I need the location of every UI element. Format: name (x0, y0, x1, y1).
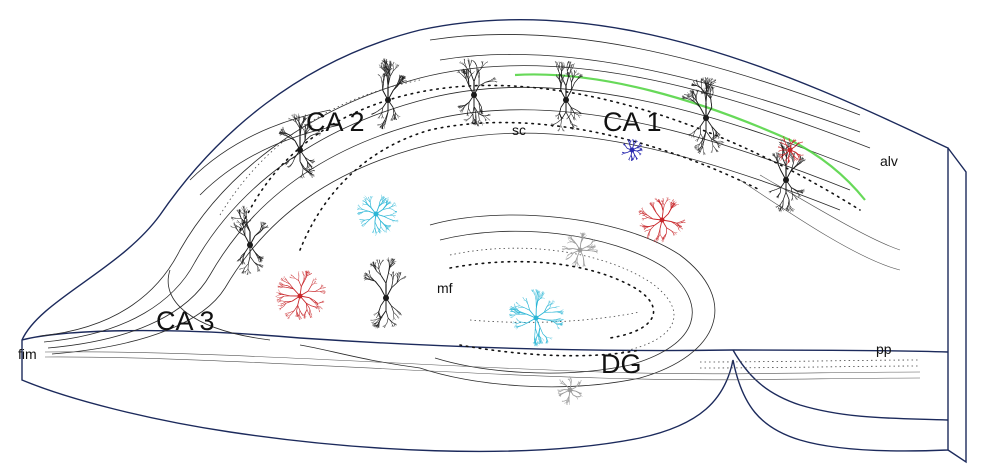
label-alv: alv (880, 153, 898, 169)
slab-outline (21, 18, 967, 464)
label-dg: DG (601, 349, 642, 379)
label-pp: pp (876, 341, 892, 357)
granule-cell-gray-a (561, 232, 599, 268)
pyramidal-neuron-ca1-b (550, 60, 583, 132)
label-sc: sc (512, 122, 526, 138)
neuron-layer (230, 57, 866, 406)
label-mf: mf (437, 280, 453, 296)
interneuron-red-ca3 (275, 270, 326, 320)
interneuron-cyan-ca2 (356, 194, 399, 236)
label-fim: fim (18, 346, 37, 362)
pyramidal-neuron-sc (456, 57, 498, 127)
interneuron-blue-ca1 (621, 139, 643, 161)
pyramidal-neuron-ca3-b (363, 257, 407, 329)
interneuron-cyan-dg (509, 288, 564, 347)
pyramidal-neuron-ca2 (371, 58, 408, 130)
label-ca1: CA 1 (603, 107, 662, 137)
pyramidal-neuron-ca3-a (230, 205, 269, 276)
label-ca3: CA 3 (156, 306, 215, 336)
label-ca2: CA 2 (306, 107, 365, 137)
interneuron-red-ca1 (638, 197, 686, 244)
pyramidal-neuron-ca1-a (681, 76, 725, 156)
interneuron-red-ca1-right (777, 136, 804, 166)
granule-cell-gray-b (557, 375, 583, 406)
ca-layers (39, 33, 871, 355)
pyramidal-neuron-ca2-left (278, 113, 321, 179)
dentate-gyrus-layers (299, 214, 716, 388)
region-labels: CA 1 CA 2 CA 3 DG sc mf alv fim pp (18, 107, 898, 379)
green-axon-ca1 (514, 73, 866, 201)
fiber-tracts (44, 174, 921, 381)
